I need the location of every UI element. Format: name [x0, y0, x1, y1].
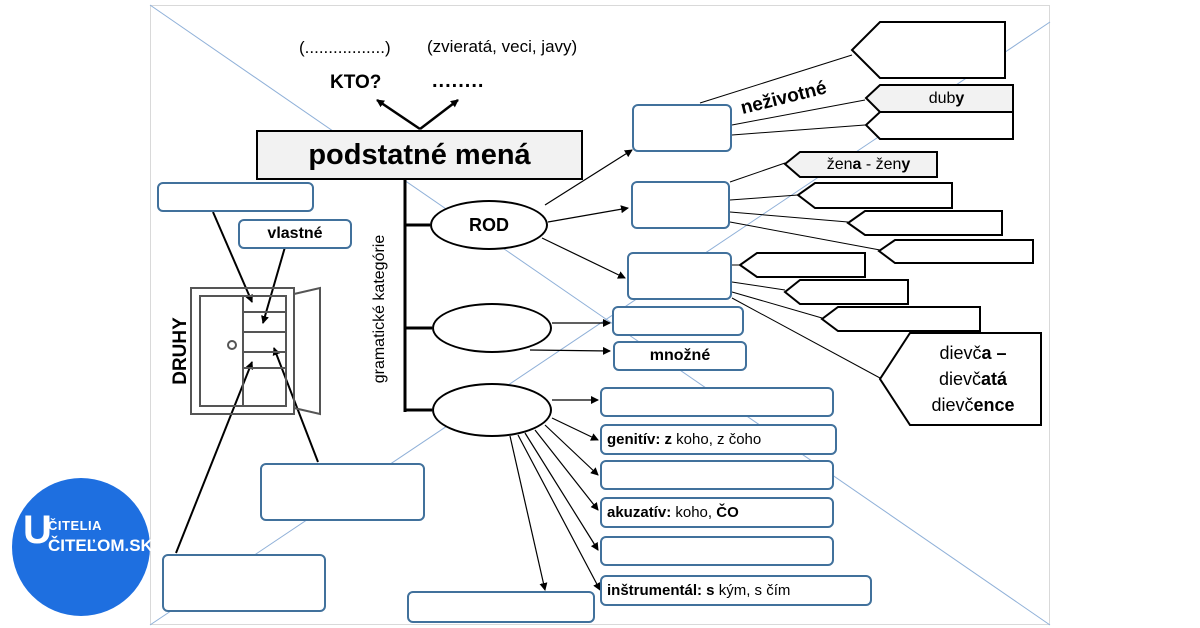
- dievca-line-1: dievča –: [939, 343, 1007, 363]
- zena-c: - žen: [861, 155, 902, 173]
- zena-b: a: [852, 155, 862, 173]
- pad-arrow-2: [551, 417, 599, 441]
- rod-arrow-3: [541, 237, 626, 279]
- conn-r2-c: [729, 211, 849, 223]
- pad-box-3[interactable]: [600, 460, 834, 490]
- instr-rest: kým, s čím: [714, 582, 791, 599]
- conn-r2-d: [729, 221, 881, 251]
- rod-arrow-1: [544, 149, 633, 206]
- conn-r3-c: [731, 291, 823, 319]
- akuzativ-bold: akuzatív:: [607, 504, 672, 521]
- conn-r3-b: [731, 281, 786, 291]
- pad-ellipse[interactable]: [432, 383, 552, 437]
- cislo-arrow-2: [529, 346, 611, 355]
- pad-box-1[interactable]: [600, 387, 834, 417]
- dievca-line-2: dievčatá: [938, 369, 1008, 389]
- pad-arrow-4: [534, 429, 599, 511]
- cislo-box-1[interactable]: [612, 306, 744, 336]
- mnozne-box: množné: [613, 341, 747, 371]
- conn-r2-b: [729, 194, 799, 201]
- shape-r3-1: [738, 252, 866, 278]
- shape-zena: [783, 151, 938, 178]
- cabinet-drawing: [190, 286, 321, 416]
- top-left-dots: (.................): [299, 38, 391, 57]
- shape-r3-2: [783, 279, 909, 305]
- shape-dievca: [878, 332, 1042, 426]
- cross-line-1: [149, 4, 1051, 626]
- pad-box-5[interactable]: [600, 536, 834, 566]
- conn-r2-a: [729, 162, 786, 183]
- shape-nezivotne-3: [864, 111, 1014, 140]
- druhy-arrow-4: [175, 361, 254, 554]
- rod-arrow-2: [547, 205, 629, 223]
- dots-right: ........: [432, 70, 485, 92]
- genitiv-rest: koho, z čoho: [672, 431, 762, 448]
- conn-r1-a: [699, 54, 853, 104]
- duby-pre: dub: [928, 90, 956, 107]
- shape-r3-3: [820, 306, 981, 332]
- druhy-label: DRUHY: [170, 317, 191, 385]
- dievca-line-3: dievčence: [931, 395, 1015, 415]
- shape-r2-3: [846, 210, 1003, 236]
- shape-nezivotne-1: [850, 21, 1006, 79]
- arrow-to-kto: [376, 98, 421, 131]
- top-examples: (zvieratá, veci, javy): [427, 37, 578, 56]
- logo-line-1: ČITELIA: [48, 518, 103, 533]
- pad-arrow-6: [517, 434, 601, 591]
- ucitelia-logo[interactable]: U ČITELIA ČITEĽOM.SK: [12, 478, 153, 616]
- kto-label: KTO?: [330, 72, 382, 93]
- rod-box-1[interactable]: [632, 104, 732, 152]
- conn-r1-b: [731, 99, 866, 126]
- rod-box-3[interactable]: [627, 252, 732, 300]
- pad-arrow-7: [509, 435, 548, 591]
- conn-r3-d: [731, 297, 881, 379]
- empty-box-left-bottom[interactable]: [162, 554, 326, 612]
- empty-box-left-mid[interactable]: [260, 463, 425, 521]
- pad-arrow-5: [524, 432, 599, 551]
- empty-box-left-top[interactable]: [157, 182, 314, 212]
- akuzativ-end: ČO: [716, 504, 739, 521]
- akuzativ-box: akuzatív: koho, ČO: [600, 497, 834, 528]
- rod-box-2[interactable]: [631, 181, 730, 229]
- duby-bold: y: [955, 90, 965, 107]
- akuzativ-mid: koho,: [671, 504, 717, 521]
- dievca-text: dievča – dievčatá dievčence: [905, 340, 1041, 418]
- shape-r2-2: [796, 182, 953, 209]
- arrow-to-dots: [419, 99, 459, 130]
- gram-kategorie-label: gramatické kategórie: [371, 234, 388, 384]
- pad-arrow-3: [544, 424, 599, 476]
- conn-r1-c: [731, 124, 866, 136]
- zena-d: y: [901, 155, 911, 173]
- rod-ellipse: ROD: [430, 200, 548, 250]
- page-title: podstatné mená: [256, 130, 583, 180]
- genitiv-bold: genitív: z: [607, 431, 673, 448]
- druhy-arrow-2: [261, 246, 286, 324]
- instrumental-box: inštrumentál: s kým, s čím: [600, 575, 872, 606]
- mnozne-label: množné: [649, 347, 711, 364]
- logo-line-2: ČITEĽOM.SK: [48, 536, 153, 555]
- vlastne-label: vlastné: [267, 225, 323, 242]
- shape-r2-4: [877, 239, 1034, 264]
- vlastne-box: vlastné: [238, 219, 352, 249]
- instr-bold: inštrumentál: s: [607, 582, 715, 599]
- rod-label: ROD: [469, 214, 509, 235]
- genitiv-box: genitív: z koho, z čoho: [600, 424, 837, 455]
- pad-box-bottom[interactable]: [407, 591, 595, 623]
- cislo-ellipse[interactable]: [432, 303, 552, 353]
- zena-a: žen: [826, 155, 853, 173]
- logo-big-letter: U: [23, 508, 52, 552]
